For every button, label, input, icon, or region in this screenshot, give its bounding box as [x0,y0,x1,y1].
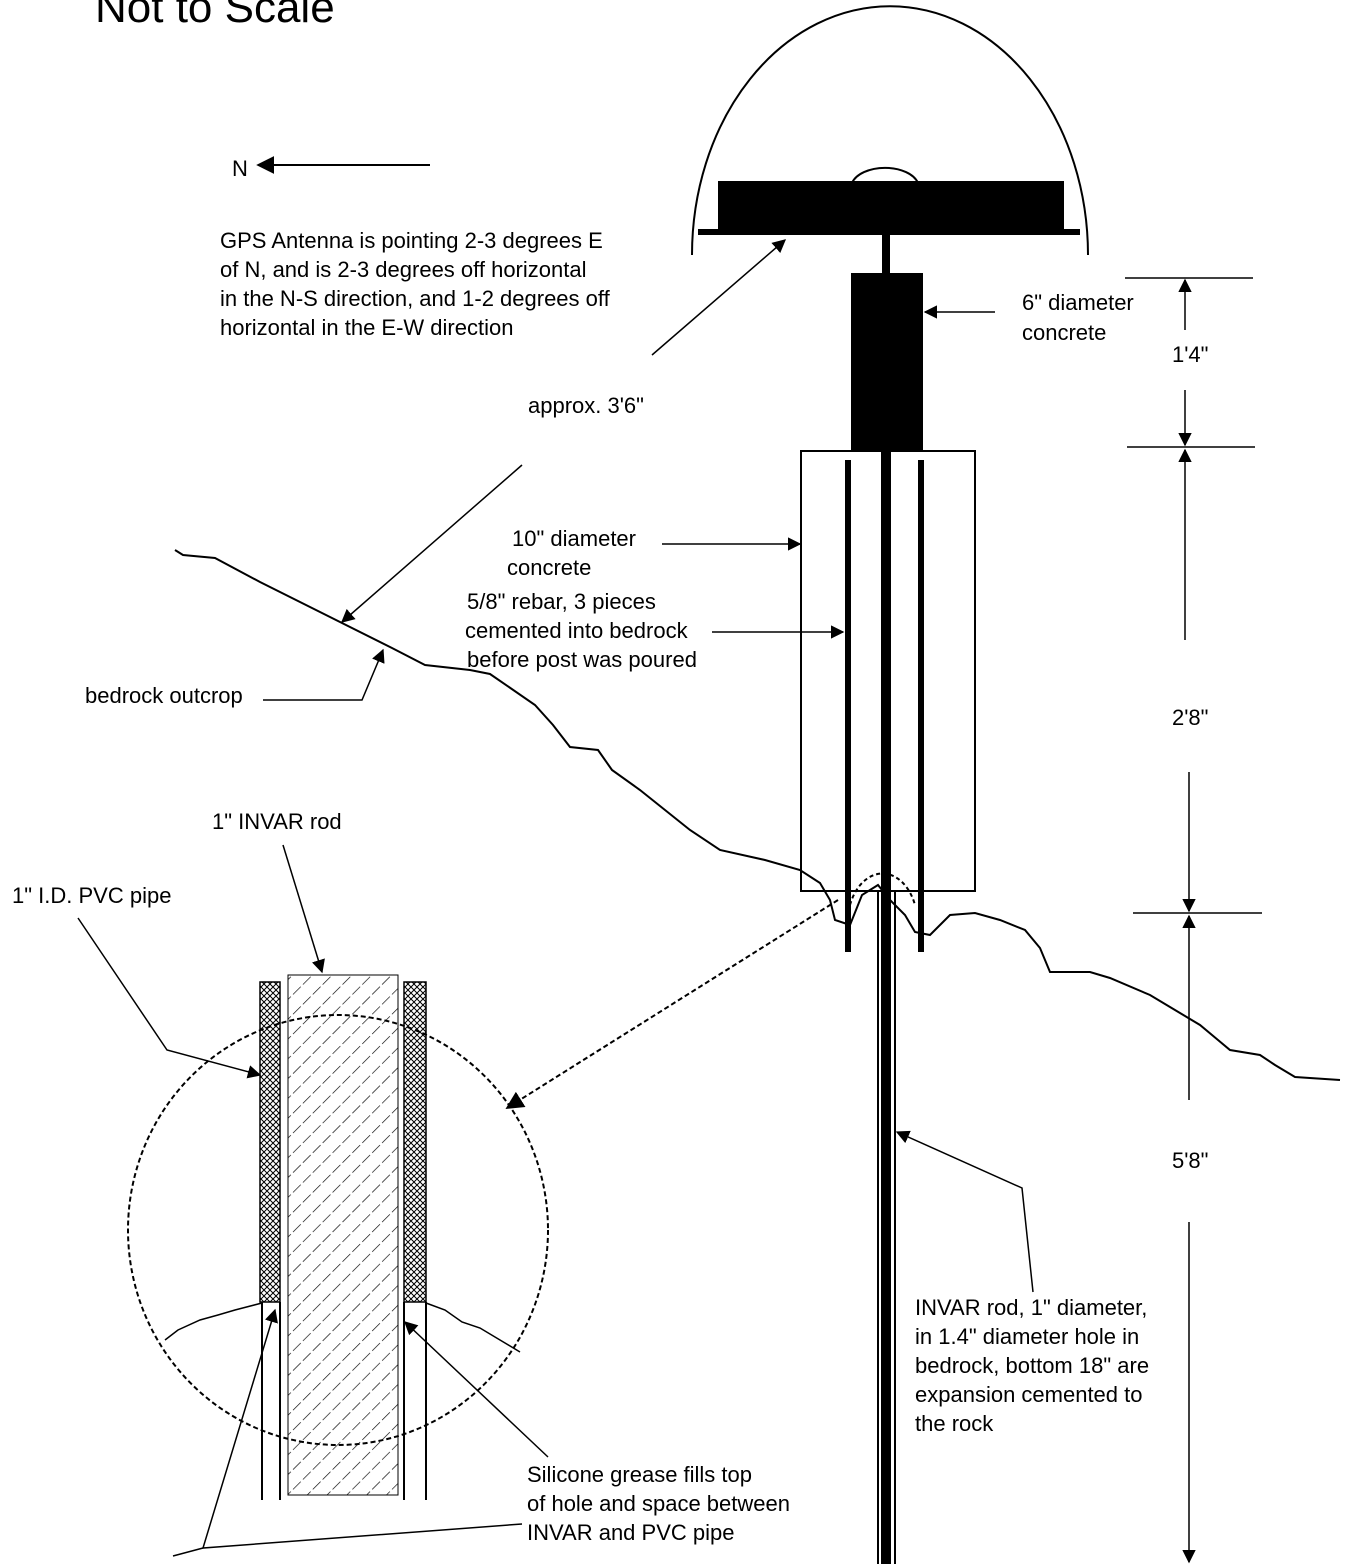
invar-note: INVAR rod, 1" diameter, in 1.4" diameter… [915,1295,1155,1436]
rebar-left [845,460,851,952]
rebar-label: 5/8" rebar, 3 pieces cemented into bedro… [465,589,697,672]
antenna-note: GPS Antenna is pointing 2-3 degrees E of… [220,228,616,340]
invar-rod [881,451,891,1564]
bedrock-label: bedrock outcrop [85,683,243,708]
dimension-top-label: 1'4" [1172,342,1208,367]
dimension-mid-label: 2'8" [1172,705,1208,730]
concrete-10in-label: 10" diameter concrete [507,526,642,580]
antenna-bump [851,166,919,184]
detail-leader [505,899,839,1109]
antenna-groundplane [698,229,1080,235]
rebar-right [918,460,924,952]
radome [691,5,1089,256]
antenna-mast [882,235,890,275]
bedrock-outcrop-line [174,549,1341,1081]
pvc-pipe-label: 1" I.D. PVC pipe [12,883,171,908]
detail-section [164,974,521,1500]
dimension-bottom-label: 5'8" [1172,1148,1208,1173]
antenna-plate [718,181,1064,229]
silicone-note: Silicone grease fills top of hole and sp… [527,1462,796,1545]
title: Not to Scale [95,0,335,32]
invar-rod-label: 1" INVAR rod [212,809,342,834]
detail-locator-circle [849,872,916,906]
dimension-lines [1125,277,1262,1564]
north-label: N [232,156,248,181]
concrete-6in-post [851,273,923,451]
concrete-6in-label: 6" diameter concrete [1022,290,1140,345]
approx-height-label: approx. 3'6" [528,393,644,418]
